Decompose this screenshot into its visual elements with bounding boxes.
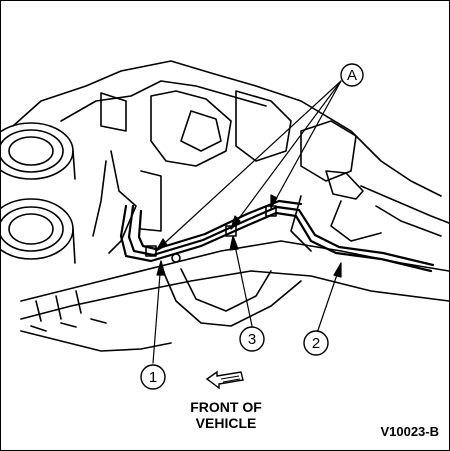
frame-rail bbox=[20, 240, 449, 352]
arrow-left-icon bbox=[205, 370, 244, 390]
callout-1: 1 bbox=[140, 364, 166, 390]
callout-3: 3 bbox=[239, 326, 265, 352]
callout-3-label: 3 bbox=[248, 331, 256, 348]
callout-a: A bbox=[340, 63, 364, 87]
front-of-vehicle-caption: FRONT OF VEHICLE bbox=[156, 399, 296, 431]
front-pulleys bbox=[1, 122, 76, 264]
callout-1-label: 1 bbox=[149, 369, 157, 386]
exhaust-manifold bbox=[290, 185, 449, 252]
figure-id: V10023-B bbox=[380, 424, 439, 439]
callout-2-label: 2 bbox=[312, 335, 320, 352]
caption-line-1: FRONT OF bbox=[190, 399, 262, 415]
callout-number-leaders bbox=[152, 235, 342, 364]
callout-a-leaders bbox=[155, 80, 342, 252]
callout-2: 2 bbox=[303, 330, 329, 356]
engine-block bbox=[12, 60, 442, 254]
callout-a-label: A bbox=[347, 67, 357, 84]
caption-line-2: VEHICLE bbox=[195, 415, 257, 431]
